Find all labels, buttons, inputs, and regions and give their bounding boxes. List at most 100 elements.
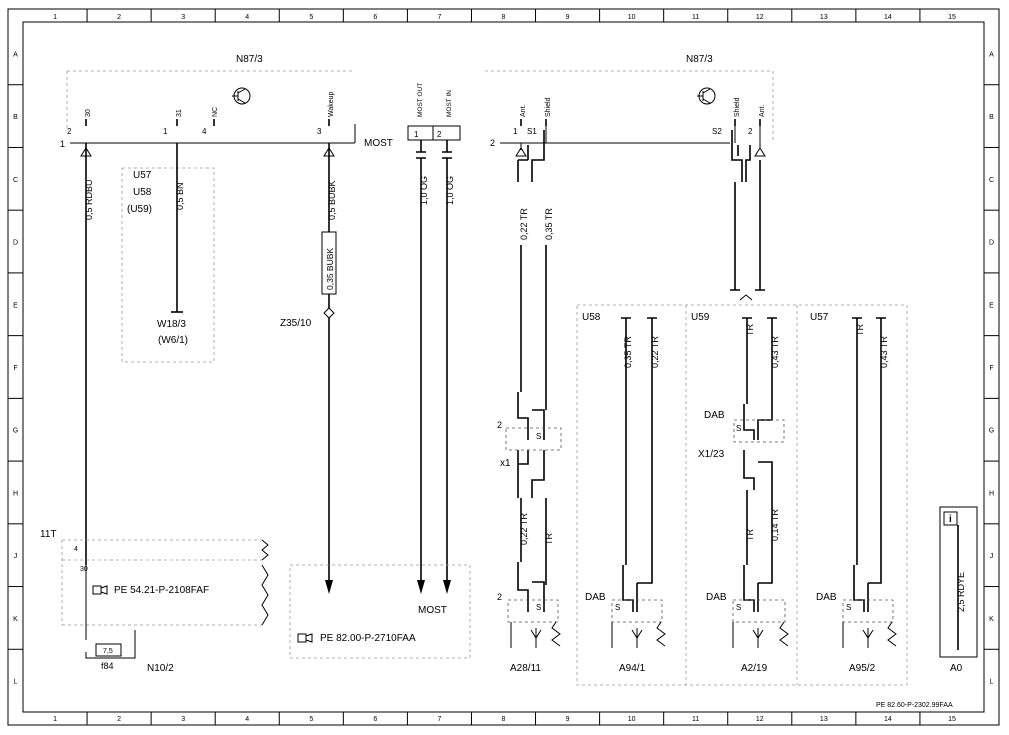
svg-text:U58: U58 <box>133 187 152 198</box>
row-label: C <box>13 177 18 184</box>
svg-text:S: S <box>736 603 741 612</box>
row-label: J <box>14 553 18 560</box>
column-label: 5 <box>309 14 313 21</box>
module-box-right <box>485 70 774 140</box>
svg-text:1: 1 <box>163 127 168 136</box>
column-label: 4 <box>245 716 249 723</box>
row-label: F <box>13 365 17 372</box>
module-box-most <box>289 564 471 659</box>
column-label: 3 <box>181 716 185 723</box>
module-box-n10 <box>61 539 262 626</box>
pin-label: MOST OUT <box>417 83 424 117</box>
svg-text:MOST: MOST <box>418 605 447 616</box>
svg-text:f84: f84 <box>101 661 114 671</box>
row-label: E <box>989 302 994 309</box>
connector-arrow <box>754 147 766 157</box>
antenna-icon <box>732 621 789 648</box>
column-label: 2 <box>117 14 121 21</box>
pin-label: Ant. <box>520 104 527 117</box>
module-label-right: N87/3 <box>686 54 713 65</box>
column-label: 1 <box>53 716 57 723</box>
column-label: 4 <box>245 14 249 21</box>
document-reference: PE 82.60-P-2302.99FAA <box>876 702 953 709</box>
svg-text:3: 3 <box>317 127 322 136</box>
svg-text:DAB: DAB <box>704 410 725 421</box>
reference-link[interactable]: PE 82.00-P-2710FAA <box>320 633 416 644</box>
column-label: 11 <box>692 716 699 723</box>
svg-text:Z35/10: Z35/10 <box>280 318 312 329</box>
svg-text:U57: U57 <box>810 312 829 323</box>
variant-box <box>121 167 215 363</box>
antenna-icon <box>842 621 897 648</box>
svg-text:0,5 BN: 0,5 BN <box>175 182 185 210</box>
svg-text:x1: x1 <box>500 458 511 469</box>
row-label: D <box>989 240 994 247</box>
svg-text:1: 1 <box>414 130 419 139</box>
svg-text:0,35 BUBK: 0,35 BUBK <box>325 248 335 290</box>
svg-text:7,5: 7,5 <box>103 648 113 655</box>
svg-text:S: S <box>846 603 851 612</box>
column-label: 13 <box>820 14 828 21</box>
module-label-left: N87/3 <box>236 54 263 65</box>
svg-text:0,35 TR: 0,35 TR <box>623 336 633 368</box>
svg-text:A2/19: A2/19 <box>741 663 768 674</box>
pin-label: Shield <box>734 97 741 117</box>
wire-label: 0,5 RDBU <box>84 179 94 220</box>
arrow-down-icon <box>443 580 451 594</box>
svg-text:0,43 TR: 0,43 TR <box>770 336 780 368</box>
column-label: 13 <box>820 716 828 723</box>
pin-label: 31 <box>176 109 183 117</box>
column-label: 15 <box>948 14 956 21</box>
svg-text:U58: U58 <box>582 312 601 323</box>
row-label: C <box>989 177 994 184</box>
column-label: 6 <box>373 14 377 21</box>
svg-text:11T: 11T <box>40 529 57 540</box>
transistor-icon <box>232 87 251 105</box>
svg-text:DAB: DAB <box>816 592 837 603</box>
svg-text:S: S <box>536 603 541 612</box>
column-label: 9 <box>566 14 570 21</box>
svg-text:2: 2 <box>490 138 495 148</box>
svg-text:(W6/1): (W6/1) <box>158 335 188 346</box>
column-label: 5 <box>309 716 313 723</box>
svg-text:A0: A0 <box>950 663 963 674</box>
antenna-icon <box>611 621 666 648</box>
svg-text:1,0 OG: 1,0 OG <box>419 176 429 205</box>
coax-connector <box>517 392 547 498</box>
reference-link[interactable]: PE 54.21-P-2108FAF <box>114 585 209 596</box>
column-label: 15 <box>948 716 956 723</box>
column-label: 6 <box>373 716 377 723</box>
pin-label: MOST IN <box>446 90 453 117</box>
row-label: L <box>990 679 994 686</box>
svg-text:2,5 RDYE: 2,5 RDYE <box>956 572 966 612</box>
connector-arrow <box>515 147 527 157</box>
svg-text:2: 2 <box>748 127 753 136</box>
svg-text:4: 4 <box>202 127 207 136</box>
svg-text:X1/23: X1/23 <box>698 449 725 460</box>
svg-text:U57: U57 <box>133 170 152 181</box>
svg-text:2: 2 <box>497 420 502 430</box>
svg-text:S: S <box>615 603 620 612</box>
svg-text:1: 1 <box>60 139 65 149</box>
pin-label: Shield <box>545 97 552 117</box>
variant-boxes <box>576 304 908 686</box>
module-box-left <box>66 70 355 130</box>
most-connector: 1 2 <box>407 125 461 141</box>
svg-text:30: 30 <box>80 566 88 573</box>
row-label: D <box>13 240 18 247</box>
svg-text:TR: TR <box>745 324 755 336</box>
svg-text:TR: TR <box>855 324 865 336</box>
column-label: 12 <box>756 716 764 723</box>
svg-text:2: 2 <box>67 127 72 136</box>
svg-text:DAB: DAB <box>706 592 727 603</box>
svg-text:A94/1: A94/1 <box>619 663 646 674</box>
transistor-icon <box>697 87 716 105</box>
svg-text:0,43 TR: 0,43 TR <box>879 336 889 368</box>
row-label: E <box>13 302 18 309</box>
svg-text:0,22 TR: 0,22 TR <box>519 513 529 545</box>
info-icon[interactable] <box>943 511 958 526</box>
pin-label: Ant. <box>759 104 766 117</box>
svg-text:1,0 OG: 1,0 OG <box>445 176 455 205</box>
svg-text:i: i <box>949 514 952 525</box>
